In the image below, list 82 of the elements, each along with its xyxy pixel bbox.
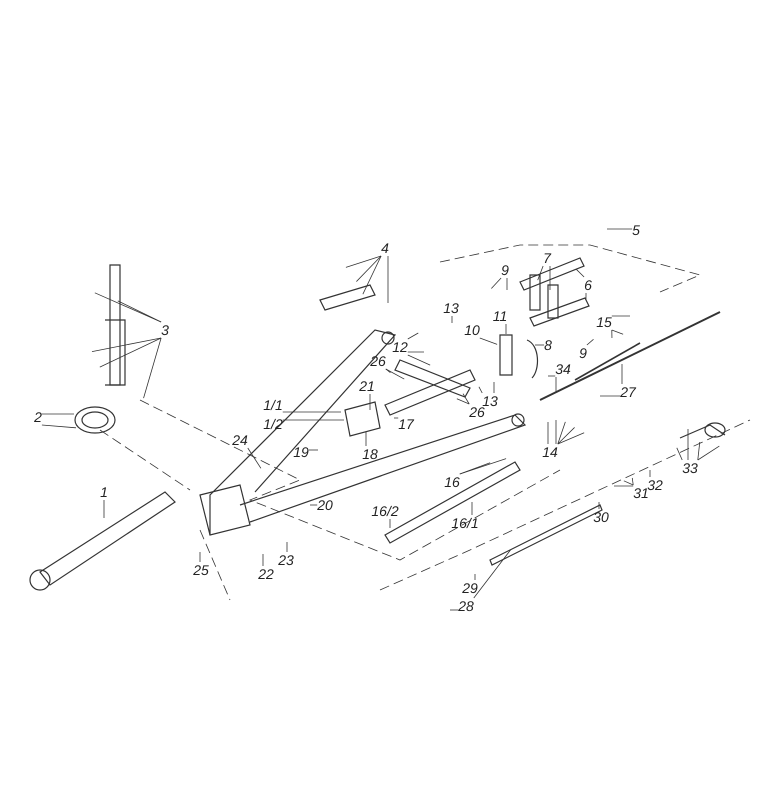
leader-line — [576, 269, 584, 278]
leader-line — [117, 300, 162, 322]
callout-number: 9 — [579, 345, 587, 361]
leader-line — [459, 458, 506, 474]
leader-line — [286, 542, 288, 552]
callout-number: 17 — [398, 416, 414, 432]
callout-number: 31 — [633, 485, 649, 501]
callout-number: 13 — [443, 300, 459, 316]
leader-line — [623, 480, 634, 486]
leader-line — [557, 432, 585, 444]
leader-line — [42, 424, 76, 428]
callout-number: 2 — [34, 409, 42, 425]
leader-line — [479, 338, 498, 345]
leader-line — [310, 504, 318, 506]
leader-line — [697, 442, 700, 460]
callout-number: 12 — [392, 339, 408, 355]
callout-number: 28 — [458, 598, 474, 614]
callout-number: 4 — [381, 240, 389, 256]
leader-line — [557, 422, 566, 444]
leader-line — [473, 549, 512, 598]
leader-line — [385, 368, 391, 374]
callout-number: 10 — [464, 322, 480, 338]
leader-line — [143, 338, 162, 398]
callout-number: 26 — [370, 353, 386, 369]
callout-number: 23 — [278, 552, 294, 568]
leader-line — [598, 502, 600, 510]
callout-number: 34 — [555, 361, 571, 377]
callout-number: 29 — [462, 580, 478, 596]
callout-number: 22 — [258, 566, 274, 582]
leader-line — [99, 338, 162, 368]
callout-number: 15 — [596, 314, 612, 330]
callout-number: 1/1 — [263, 397, 283, 413]
callout-number: 1/2 — [263, 416, 283, 432]
callout-number: 24 — [232, 432, 248, 448]
callout-number: 3 — [161, 322, 169, 338]
leader-line — [346, 256, 382, 268]
leader-line — [537, 266, 544, 281]
leader-line — [456, 398, 470, 404]
callout-number: 16 — [444, 474, 460, 490]
leader-line — [459, 462, 491, 474]
callout-number: 5 — [632, 222, 640, 238]
leader-line — [586, 338, 594, 346]
callout-number: 16/1 — [451, 515, 479, 531]
callout-number: 16/2 — [371, 503, 399, 519]
leader-line — [92, 338, 162, 352]
leader-line — [676, 447, 683, 460]
callout-number: 27 — [620, 384, 636, 400]
leader-line — [407, 332, 419, 340]
leader-line — [632, 478, 634, 486]
callout-number: 25 — [193, 562, 209, 578]
callout-number: 14 — [542, 444, 558, 460]
callout-number: 6 — [584, 277, 592, 293]
callout-number: 18 — [362, 446, 378, 462]
leader-line — [362, 256, 382, 295]
callout-number: 20 — [317, 497, 333, 513]
leader-line — [262, 554, 264, 566]
callout-number: 19 — [293, 444, 309, 460]
callout-number: 21 — [359, 378, 375, 394]
callout-number: 11 — [492, 308, 508, 324]
callout-number: 7 — [543, 250, 551, 266]
leader-line — [407, 354, 431, 366]
callout-number: 1 — [100, 484, 108, 500]
leader-line — [247, 448, 262, 469]
leader-line — [478, 386, 483, 394]
leader-line — [506, 278, 508, 290]
leader-line — [385, 368, 405, 380]
callout-number: 33 — [682, 460, 698, 476]
leader-line — [606, 228, 632, 230]
leader-line — [490, 278, 502, 289]
callout-number: 32 — [647, 477, 663, 493]
callout-number: 9 — [501, 262, 509, 278]
leader-line — [534, 344, 544, 346]
callout-number: 8 — [544, 337, 552, 353]
leader-line — [356, 256, 382, 282]
callout-number: 30 — [593, 509, 609, 525]
callout-number: 26 — [469, 404, 485, 420]
leader-line — [557, 427, 575, 444]
leader-line — [462, 393, 470, 404]
leader-line — [697, 446, 720, 460]
leader-line — [611, 330, 624, 335]
leader-line — [474, 574, 476, 580]
leader-line — [611, 330, 612, 338]
